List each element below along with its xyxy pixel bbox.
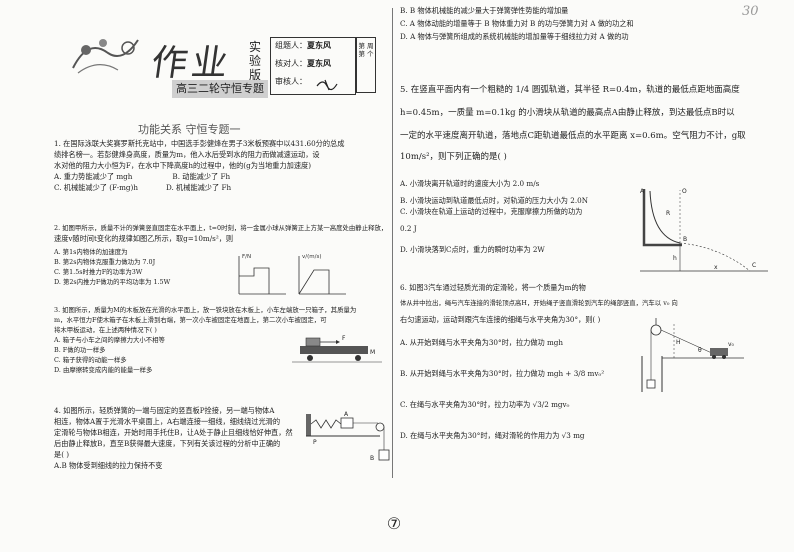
q2-line: 速度v随时间t变化的规律如图乙所示，取g=10m/s²，则 <box>54 234 234 243</box>
q5-arc-figure: A O R B h x C <box>640 188 768 272</box>
q1-option-b: B. 动能减少了 Fh <box>172 172 231 181</box>
column-divider <box>392 8 393 478</box>
corner-number: 30 <box>742 4 759 19</box>
q5-o-label: O <box>682 188 687 195</box>
q2-option-b: B. 第2s内物体克服重力做功为 7.0J <box>54 258 156 266</box>
q6-line: 6. 如图3汽车通过轻质光滑的定滑轮，将一个质量为m的物 <box>400 283 586 292</box>
q4-line: 相连，物体A置于光滑水平桌面上，A右端连接一细线，细线绕过光滑的 <box>54 417 281 426</box>
subtitle-bar: 高三二轮守恒专题 <box>172 80 268 98</box>
q5-option-c-cont: 0.2 J <box>400 224 417 233</box>
q1-option-a: A. 重力势能减少了 mgh <box>54 172 133 181</box>
question-2: 2. 如图甲所示，质量不计的弹簧竖直固定在水平面上，t=0时刻，将一金属小球从弹… <box>54 223 389 287</box>
question-1: 1. 在国际泳联大奖赛罗斯托克站中，中国选手彭健烽在男子3米板预赛中以431.6… <box>54 138 389 193</box>
q3-line: 3. 如图所示，质量为M的木板放在光滑的水平面上，放一铁块放在木板上，小车左端放… <box>54 306 357 314</box>
reviewer-signature <box>316 79 338 91</box>
q4-option-b: B. B 物体机械能的减少量大于弹簧弹性势能的增加量 <box>400 6 569 15</box>
q1-option-d: D. 机械能减少了 Fh <box>165 183 232 192</box>
q5-line: 5. 在竖直平面内有一个粗糙的 1/4 圆弧轨道，其半径 R=0.4m，轨道的最… <box>400 85 740 95</box>
q5-a-label: A <box>640 188 645 195</box>
compiler-label: 组题人： <box>275 41 307 50</box>
q3-cart-label: M <box>370 349 375 356</box>
q3-option-d: D. 由摩擦转变成内能的能量一样多 <box>54 366 153 374</box>
q4-p-label: P <box>313 439 317 446</box>
q3-option-c: C. 箱子获得的动能一样多 <box>54 356 127 364</box>
q5-line: h=0.45m，一质量 m=0.1kg 的小滑块从轨道的最高点A由静止释放，到达… <box>400 108 735 118</box>
page-number: ⑦ <box>386 514 402 533</box>
q3-cart-figure: F M <box>292 335 382 363</box>
q2-graph-b-label: v/(m/s) <box>302 254 321 260</box>
q6-line: 右匀速运动，运动到跟汽车连接的细绳与水平夹角为30°，则( ) <box>400 315 601 324</box>
q4-b-label: B <box>370 455 374 462</box>
q4-option-d: D. A 物体与弹簧所组成的系统机械能的增加量等于细线拉力对 A 做的功 <box>400 32 629 41</box>
q2-option-d: D. 第2s内推力F做功的平均功率为 1.5W <box>54 278 171 286</box>
question-4: 4. 如图所示，轻质弹簧的一端与固定的竖直板P拴接，另一端与物体A 相连，物体A… <box>54 405 389 471</box>
q1-line: 绩排名榜一。若彭健烽身高度，质量为m，他入水后受到水的阻力而做减速运动，设 <box>54 150 320 159</box>
q6-option-a: A. 从开始到绳与水平夹角为30°时，拉力做功 mgh <box>400 338 564 347</box>
q1-line: 1. 在国际泳联大奖赛罗斯托克站中，中国选手彭健烽在男子3米板预赛中以431.6… <box>54 139 345 148</box>
q6-option-c: C. 在绳与水平夹角为30°时，拉力功率为 √3/2 mgv₀ <box>400 400 570 409</box>
header-logo-decoration <box>68 28 158 78</box>
q4-line: 4. 如图所示，轻质弹簧的一端与固定的竖直板P拴接，另一端与物体A <box>54 406 275 415</box>
q6-option-d: D. 在绳与水平夹角为30°时，绳对滑轮的作用力为 √3 mg <box>400 431 585 440</box>
q6-theta-label: θ <box>698 347 702 354</box>
staff-box: 组题人：夏东风 核对人：夏东风 审核人： <box>270 37 356 95</box>
q5-line: 10m/s²，则下列正确的是( ) <box>400 152 507 162</box>
q2-graphs-figure: F/N v/(m/s) <box>238 254 346 295</box>
q1-line: 水对他的阻力大小恒为F，在水中下降高度h的过程中，他的(g为当地重力加速度) <box>54 161 312 170</box>
q4-line: 是( ) <box>54 450 70 459</box>
q4-option-a: A.B 物体受到细线的拉力保持不变 <box>54 461 163 470</box>
q4-line: 定滑轮与物体B相连，开始时用手托住B，让A处于静止且细线恰好伸直，然 <box>54 428 293 437</box>
q6-h-label: H <box>676 339 681 346</box>
proof-name: 夏东风 <box>307 58 331 68</box>
q2-graph-a-label: F/N <box>242 254 251 260</box>
question-4-continued: B. B 物体机械能的减少量大于弹簧弹性势能的增加量 C. A 物体动能的增量等… <box>400 5 780 42</box>
q5-line: 一定的水平速度离开轨道，落地点C距轨道最低点的水平距离 x=0.6m。空气阻力不… <box>400 131 746 141</box>
q5-h-label: h <box>673 255 677 262</box>
q5-x-label: x <box>714 264 718 271</box>
q5-option-c: C. 小滑块在轨道上运动的过程中，克服摩擦力所做的功为 <box>400 207 583 216</box>
q4-option-c: C. A 物体动能的增量等于 B 物体重力对 B 的功与弹簧力对 A 做的功之和 <box>400 19 634 28</box>
q4-line: 后由静止释放B，直至B获得最大速度，下列有关该过程的分析中正确的 <box>54 439 281 448</box>
reviewer-label: 审核人： <box>275 77 307 86</box>
proof-label: 核对人： <box>275 59 307 68</box>
q5-c-label: C <box>752 262 756 269</box>
header-title: 作业 <box>148 43 235 84</box>
question-6: 6. 如图3汽车通过轻质光滑的定滑轮，将一个质量为m的物 体从井中拉出，绳与汽车… <box>400 282 785 441</box>
q6-line: 体从井中拉出，绳与汽车连接的滑轮顶点高H，开始绳子竖直滑轮到汽车的绳部竖直，汽车… <box>400 299 678 307</box>
q3-option-a: A. 箱子与小车之间的摩擦力大小不相等 <box>54 336 165 344</box>
q5-b-label: B <box>683 236 687 243</box>
q2-option-a: A. 第1s内物体的加速度为 <box>54 248 128 256</box>
q5-option-d: D. 小滑块落到C点时，重力的瞬时功率为 2W <box>400 245 545 254</box>
q3-line: 将木甲板运动，在上述两种情况下( ) <box>54 326 157 334</box>
q5-option-a: A. 小滑块离开轨道时的速度大小为 2.0 m/s <box>400 179 540 188</box>
q6-well-figure: H v₀ θ <box>641 318 744 392</box>
q6-option-b: B. 从开始到绳与水平夹角为30°时，拉力做功 mgh + 3/8 mv₀² <box>400 369 605 378</box>
question-5: 5. 在竖直平面内有一个粗糙的 1/4 圆弧轨道，其半径 R=0.4m，轨道的最… <box>400 84 780 255</box>
lesson-title: 功能关系 守恒专题一 <box>138 123 241 136</box>
compiler-name: 夏东风 <box>307 40 331 50</box>
q5-r-label: R <box>666 210 670 217</box>
q3-line: m，水平恒力F使木箱子在木板上滑到右端，第一次小车被固定在地面上，第二次小车被固… <box>54 316 327 324</box>
q5-option-b: B. 小滑块运动到轨道最低点时，对轨道的压力大小为 2.0N <box>400 196 588 205</box>
q2-option-c: C. 第1.5s时推力F的功率为3W <box>54 268 143 276</box>
q3-option-b: B. F做的功一样多 <box>54 346 106 354</box>
question-3: 3. 如图所示，质量为M的木板放在光滑的水平面上，放一铁块放在木板上，小车左端放… <box>54 305 389 375</box>
q6-v0-label: v₀ <box>728 341 735 348</box>
q2-line: 2. 如图甲所示，质量不计的弹簧竖直固定在水平面上，t=0时刻，将一金属小球从弹… <box>54 224 388 232</box>
edition-label: 实验版 <box>248 40 261 82</box>
q4-spring-figure: P A B <box>306 411 390 462</box>
q4-a-label: A <box>344 411 349 418</box>
week-box: 第 周第 个 <box>356 37 376 93</box>
q1-option-c: C. 机械能减少了 (F-mg)h <box>54 183 138 192</box>
q3-force-label: F <box>342 335 346 342</box>
